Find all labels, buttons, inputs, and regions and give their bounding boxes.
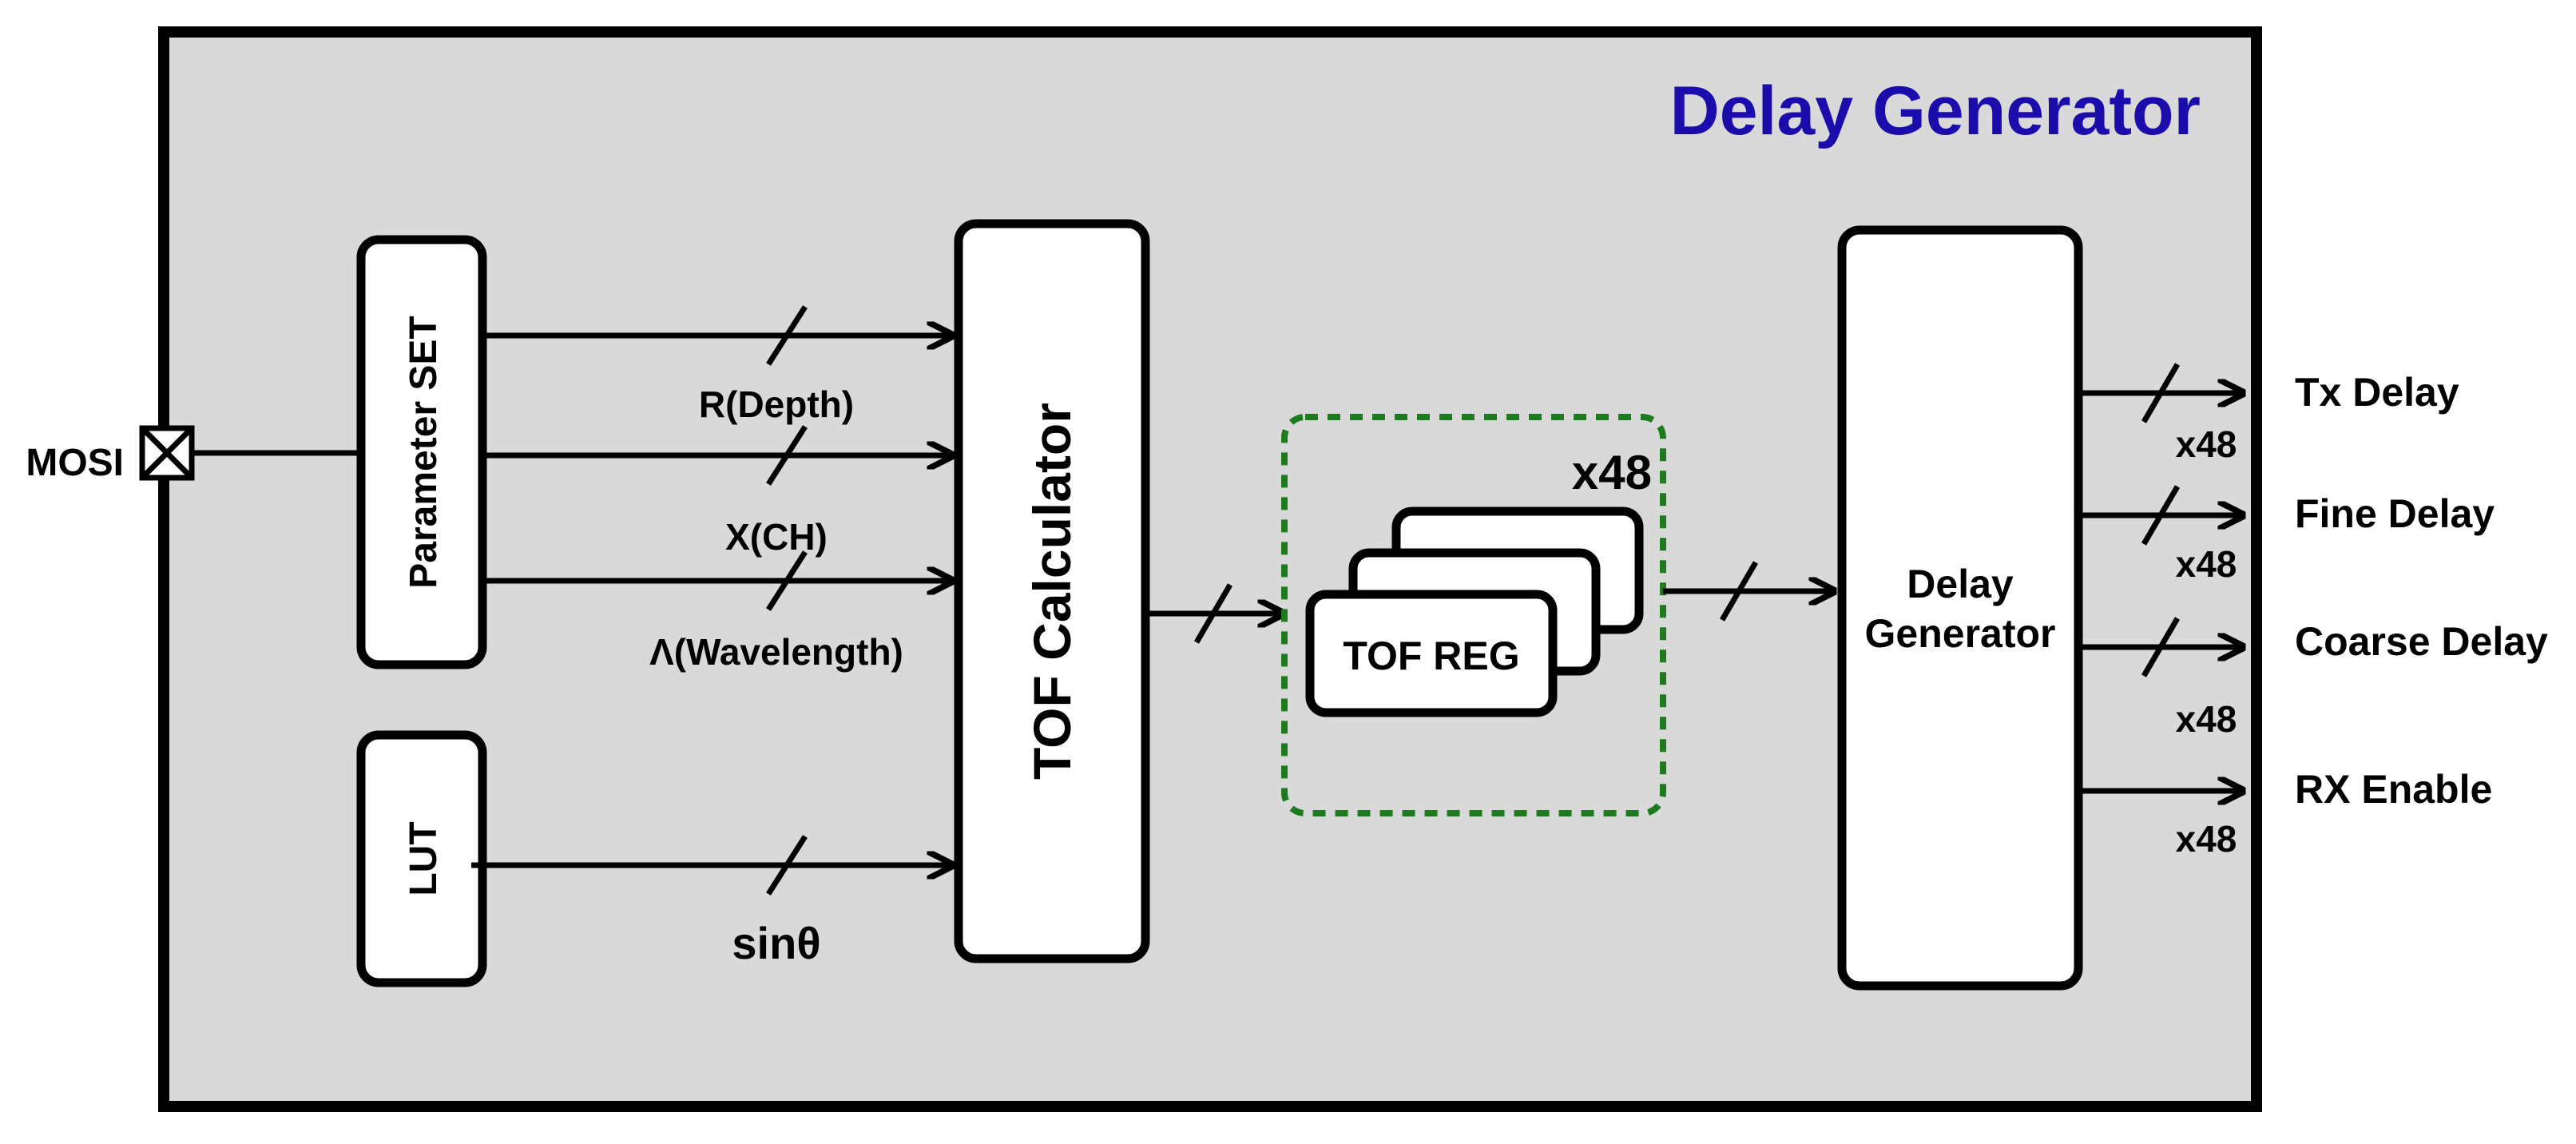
output-count-fine-delay: x48	[2176, 543, 2237, 585]
signal-sin-theta: sinθ	[732, 918, 820, 968]
bus-slash-icon	[766, 305, 808, 366]
tof-reg-label: TOF REG	[1343, 634, 1519, 678]
diagram-title: Delay Generator	[1670, 73, 2201, 149]
delay-generator-label-line2: Generator	[1865, 611, 2056, 656]
bus-slash-icon	[2141, 363, 2181, 423]
bus-slash-icon	[766, 835, 808, 896]
mosi-label: MOSI	[26, 442, 124, 484]
parameter-set-block	[356, 235, 487, 669]
lut-block	[356, 730, 487, 987]
output-label-tx-delay: Tx Delay	[2295, 370, 2459, 415]
output-label-rx-enable: RX Enable	[2295, 767, 2492, 812]
signal-wavelength: Λ(Wavelength)	[649, 631, 903, 673]
bus-slash-icon	[766, 550, 808, 611]
tof-calculator-block	[954, 219, 1150, 963]
bus-slash-icon	[766, 425, 808, 486]
output-count-coarse-delay: x48	[2176, 698, 2237, 740]
tof-reg-stack-front	[1305, 590, 1558, 717]
output-label-coarse-delay: Coarse Delay	[2295, 619, 2548, 664]
delay-generator-block	[1837, 225, 2083, 991]
bus-slash-icon	[1193, 583, 1233, 644]
output-label-fine-delay: Fine Delay	[2295, 491, 2495, 536]
output-count-tx-delay: x48	[2176, 423, 2237, 465]
lut-label: LUT	[403, 821, 445, 896]
bus-slash-icon	[1719, 561, 1759, 622]
bus-slash-icon	[2141, 485, 2181, 546]
bus-slash-icon	[2141, 617, 2181, 677]
tof-reg-group	[1281, 414, 1666, 816]
tof-calculator-label: TOF Calculator	[1022, 403, 1082, 780]
tof-reg-count: x48	[1572, 446, 1652, 499]
output-count-rx-enable: x48	[2176, 818, 2237, 860]
delay-generator-label-line1: Delay	[1907, 562, 2014, 606]
parameter-set-label: Parameter SET	[403, 316, 445, 589]
signal-r-depth: R(Depth)	[699, 383, 854, 425]
mosi-port-icon	[139, 425, 195, 481]
signal-x-ch: X(CH)	[725, 516, 828, 558]
